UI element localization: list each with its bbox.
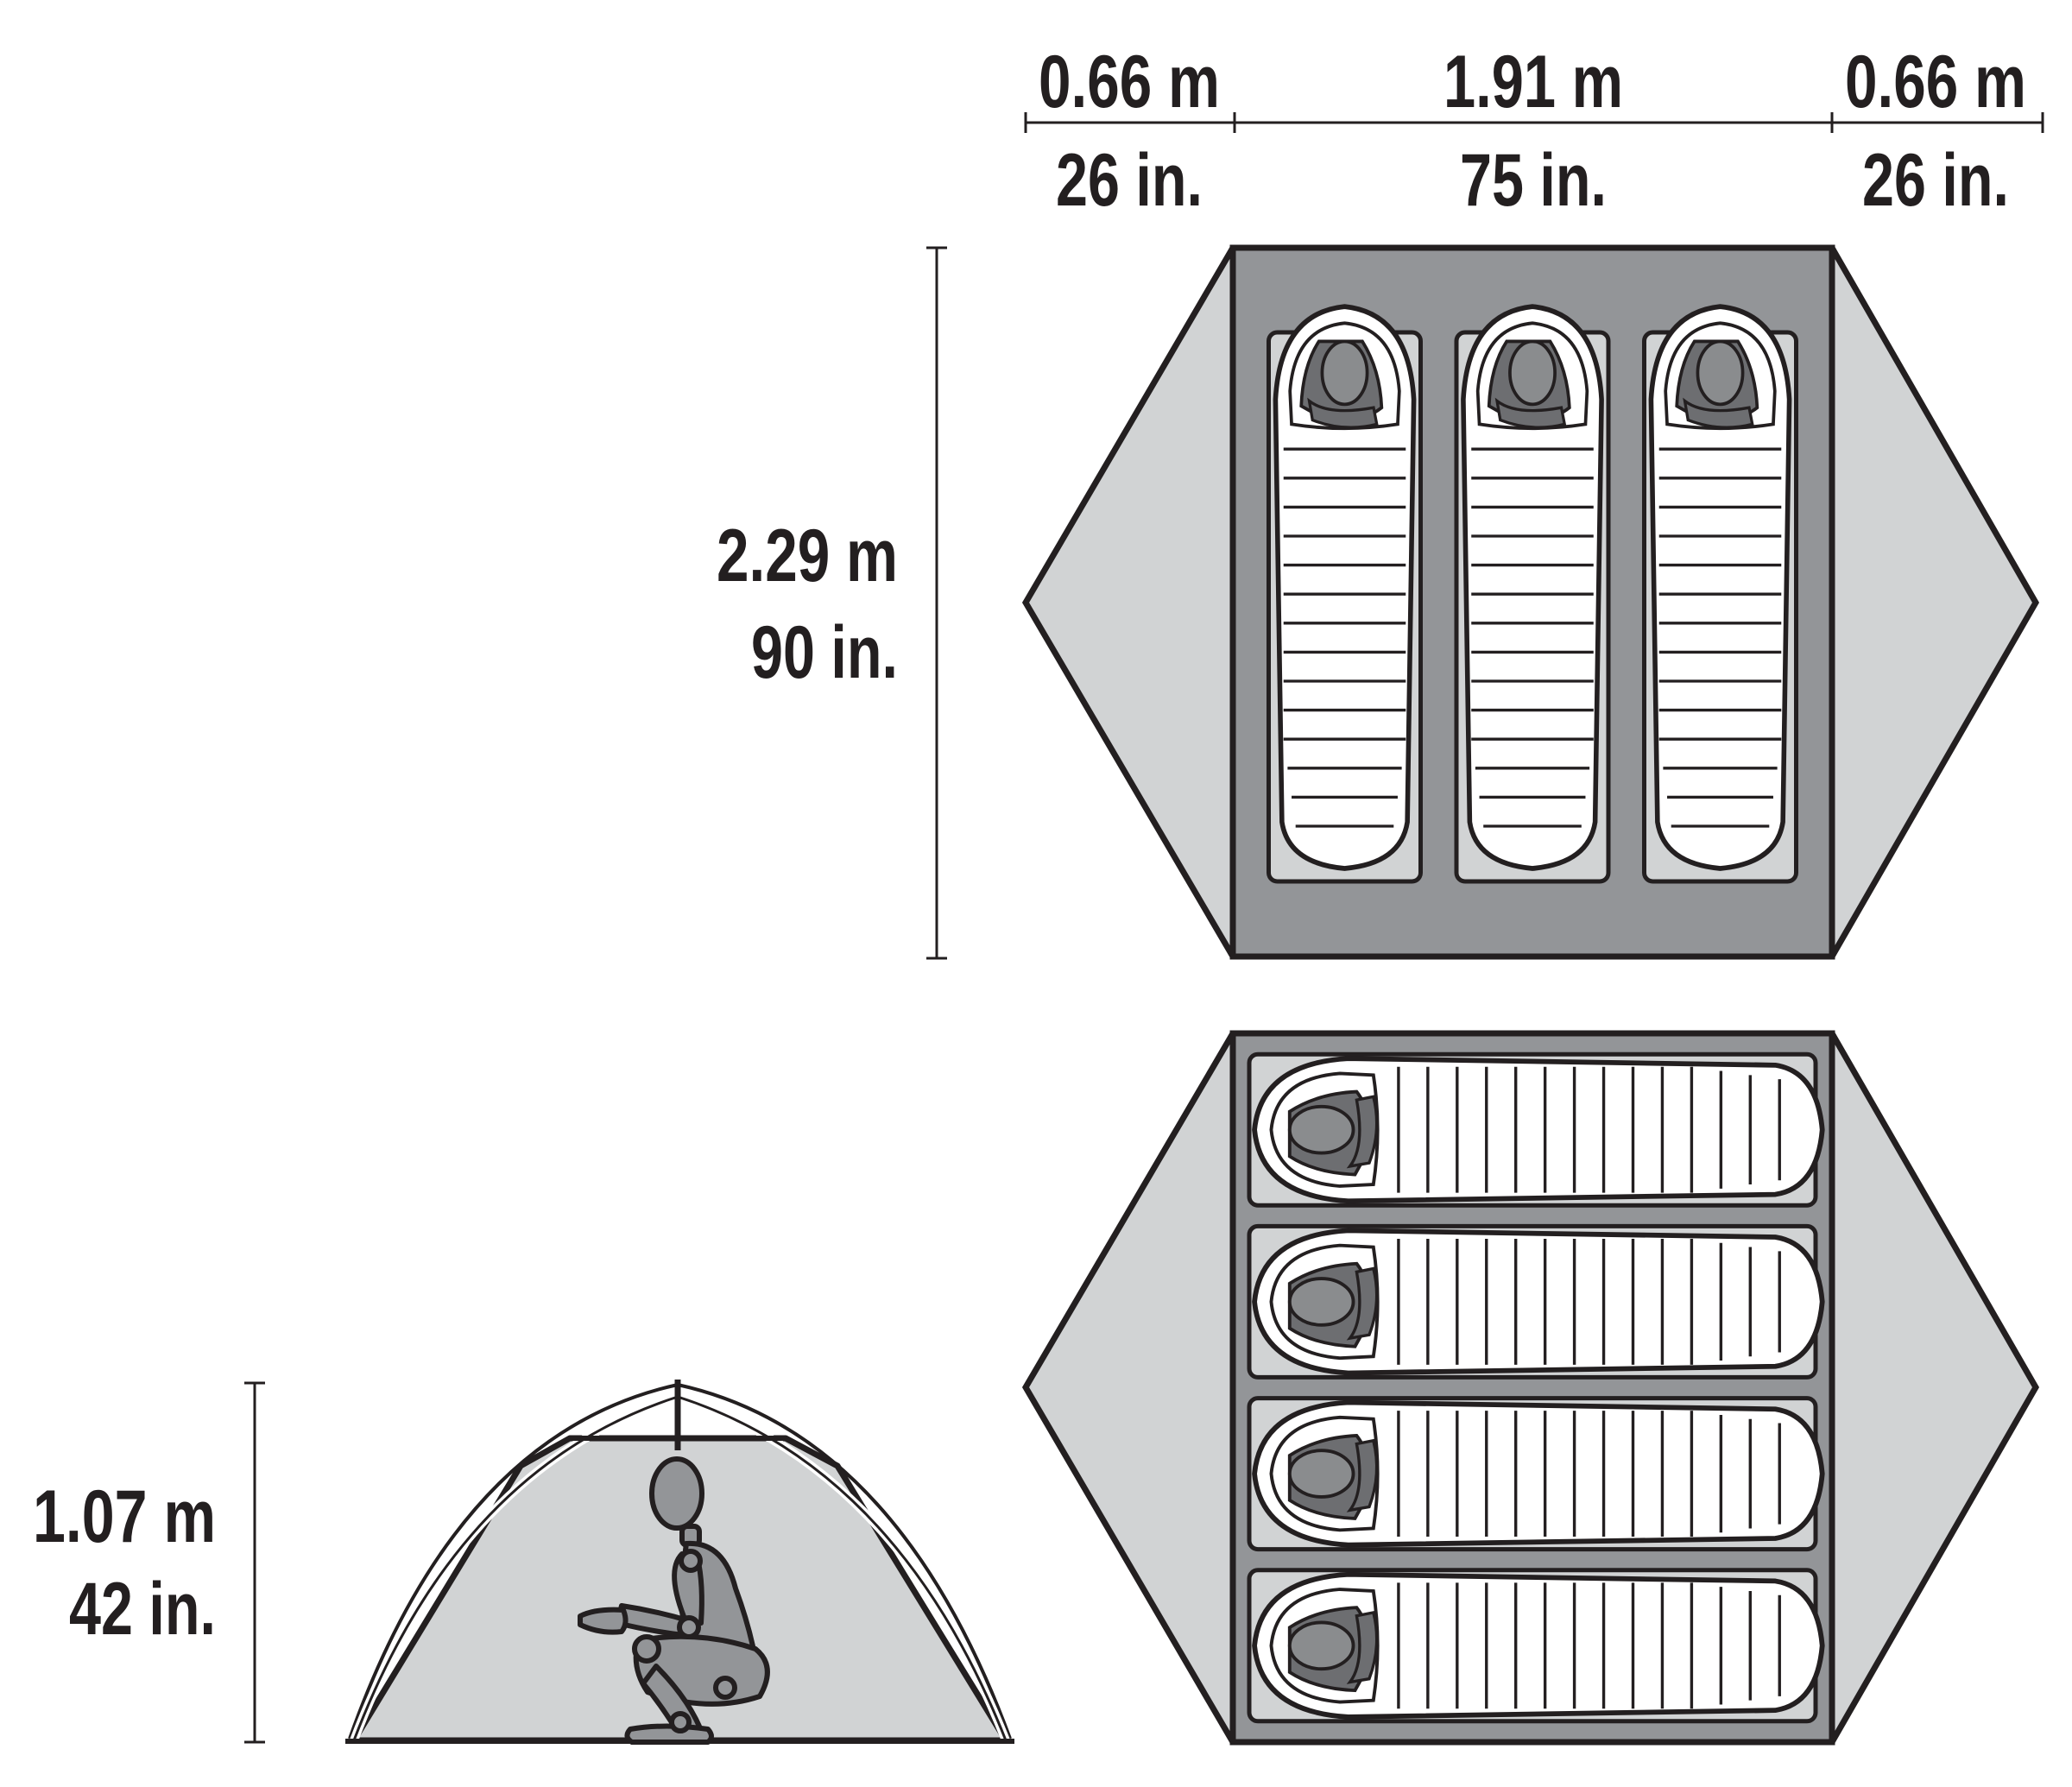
bag-collar xyxy=(1346,1095,1379,1169)
mummy-sleeping-bag-icon xyxy=(1461,304,1604,871)
floor-width-imperial-label: 75 in. xyxy=(1460,139,1607,222)
three-person-floor-plan xyxy=(1021,244,2040,960)
sleeping-pads xyxy=(1267,304,1798,884)
sleeper-head xyxy=(1508,339,1557,407)
four-person-floor-plan xyxy=(1021,1030,2040,1746)
bag-outline xyxy=(1252,1399,1825,1548)
bag-outline xyxy=(1648,304,1792,871)
bag-collar xyxy=(1307,397,1379,429)
bag-collar xyxy=(1494,397,1567,429)
mummy-sleeping-bag-icon xyxy=(1648,304,1792,871)
sleeper-head xyxy=(1696,339,1745,407)
bag-collar xyxy=(1346,1438,1379,1512)
mummy-sleeping-bag-icon xyxy=(1252,1571,1825,1720)
peak-height-imperial-label: 42 in. xyxy=(69,1568,216,1651)
vestibule-right-metric-label: 0.66 m xyxy=(1845,41,2026,123)
sleeping-pads xyxy=(1247,1051,1825,1724)
bag-outline xyxy=(1461,304,1604,871)
tent-side-view xyxy=(345,1380,1014,1745)
floor-width-metric-label: 1.91 m xyxy=(1443,41,1623,123)
sleeper-head xyxy=(1320,339,1369,407)
sleeper-head xyxy=(1287,1277,1355,1327)
vestibule-right-imperial-label: 26 in. xyxy=(1862,139,2009,222)
length-dimension-line xyxy=(926,246,947,960)
sleeper-head xyxy=(1287,1620,1355,1671)
sleeper-head xyxy=(1287,1104,1355,1155)
bag-outline xyxy=(1273,304,1417,871)
width-dimension-line xyxy=(1024,112,2044,133)
bag-collar xyxy=(1346,1266,1379,1341)
bag-collar xyxy=(1346,1610,1379,1684)
peak-height-metric-label: 1.07 m xyxy=(33,1475,216,1558)
mummy-sleeping-bag-icon xyxy=(1273,304,1417,871)
vestibule-left-metric-label: 0.66 m xyxy=(1039,41,1220,123)
floor-length-imperial-label: 90 in. xyxy=(751,611,898,694)
bag-collar xyxy=(1683,397,1754,429)
mummy-sleeping-bag-icon xyxy=(1252,1228,1825,1376)
floor-length-metric-label: 2.29 m xyxy=(717,515,898,597)
bag-outline xyxy=(1252,1228,1825,1376)
mummy-sleeping-bag-icon xyxy=(1252,1056,1825,1204)
seated-mannequin-icon xyxy=(578,1456,770,1745)
mummy-sleeping-bag-icon xyxy=(1252,1399,1825,1548)
vestibule-left-imperial-label: 26 in. xyxy=(1056,139,1203,222)
height-dimension-line xyxy=(244,1381,265,1744)
bag-outline xyxy=(1252,1571,1825,1720)
bag-outline xyxy=(1252,1056,1825,1204)
sleeper-head xyxy=(1287,1449,1355,1499)
